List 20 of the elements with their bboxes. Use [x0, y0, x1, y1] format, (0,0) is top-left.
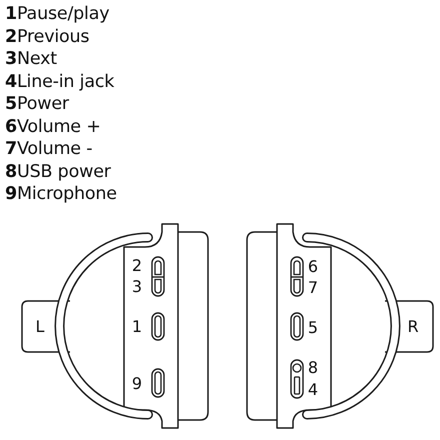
callout-number: 5: [308, 320, 318, 336]
key-entry: 8USB power: [5, 162, 111, 182]
callout-number: 9: [132, 376, 142, 392]
key-entry: 3Next: [5, 49, 57, 70]
callout-number: 6: [308, 259, 318, 275]
callout-number: 3: [132, 279, 142, 295]
callout-number: 4: [308, 382, 318, 398]
callout-number: 8: [308, 360, 318, 376]
callout-number: 7: [308, 280, 318, 296]
key-entry: 1Pause/play: [5, 4, 110, 25]
key-entry: 6Volume +: [5, 116, 101, 138]
key-entry: 5Power: [5, 94, 69, 115]
side-letter: R: [407, 319, 419, 335]
callout-number: 1: [132, 319, 142, 335]
key-entry: 4Line-in jack: [5, 72, 114, 92]
side-letter: L: [36, 319, 44, 335]
key-entry: 7Volume -: [5, 139, 92, 160]
key-entry: 2Previous: [5, 26, 90, 48]
callout-number: 2: [132, 258, 142, 274]
key-entry: 9Microphone: [5, 184, 117, 205]
